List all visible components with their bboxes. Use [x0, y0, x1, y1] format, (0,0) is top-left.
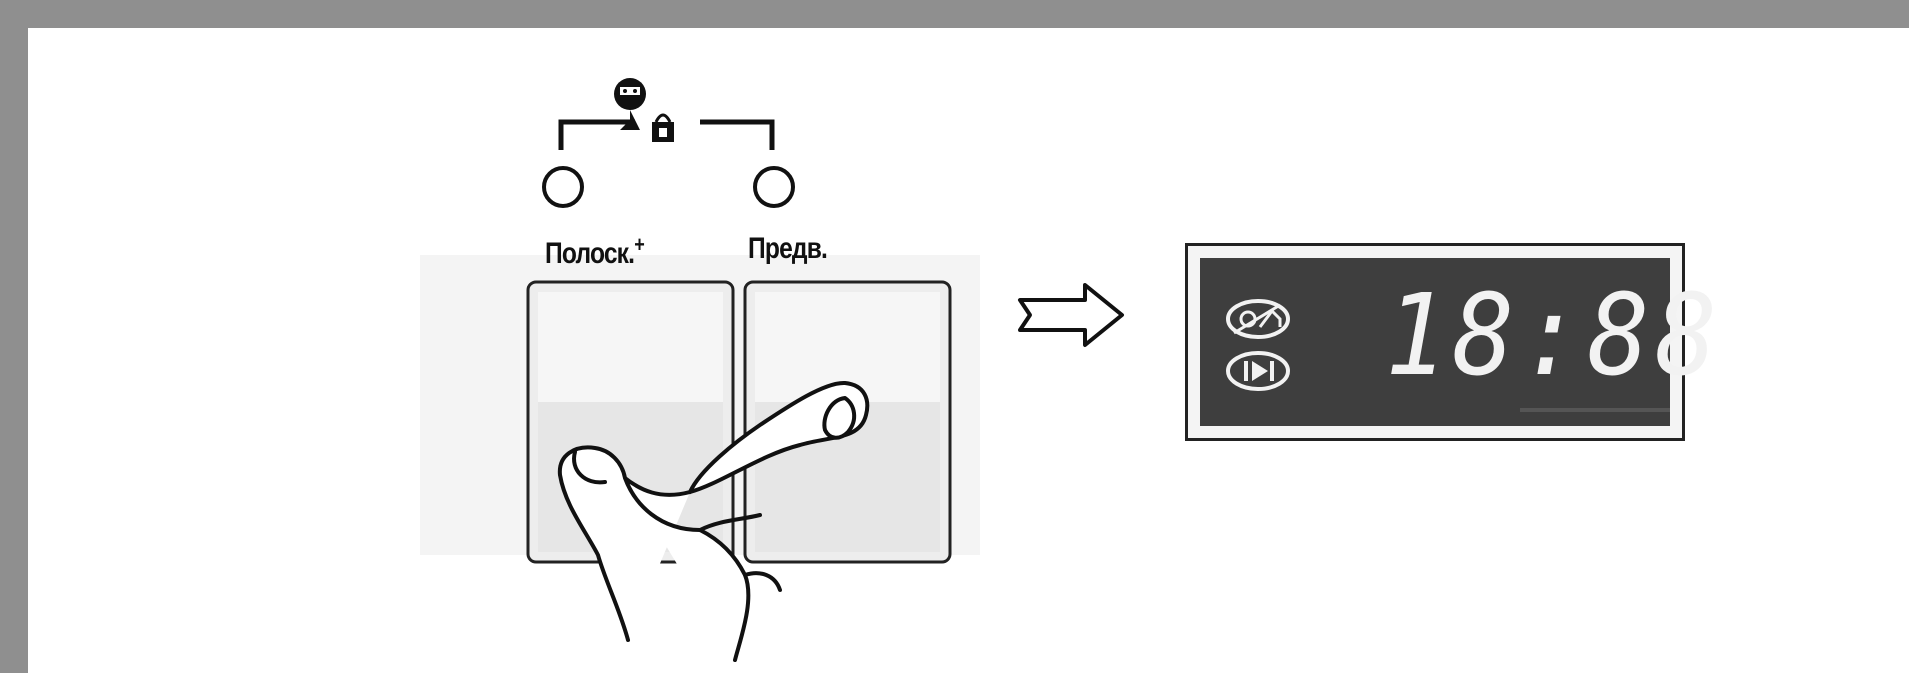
display-underline	[1520, 408, 1670, 412]
display-screen: 18:88	[1200, 258, 1717, 426]
rinse-plus-label-text: Полоск.	[545, 237, 635, 270]
display-icons	[1226, 299, 1290, 391]
child-lock-icon	[614, 78, 674, 142]
start-pause-icon	[1226, 351, 1290, 391]
rinse-plus-label-sup: +	[634, 232, 645, 257]
combo-bracket	[558, 119, 775, 150]
delay-label: Предв.	[748, 232, 828, 266]
remaining-time-icon	[1226, 299, 1290, 339]
delay-label-text: Предв.	[748, 232, 828, 265]
indicator-led-left	[542, 166, 584, 208]
rinse-plus-label: Полоск.+	[545, 232, 645, 271]
time-digits: 18:88	[1385, 271, 1723, 401]
right-arrow-icon	[1018, 283, 1124, 347]
indicator-led-right	[753, 166, 795, 208]
display-panel: 18:88	[1185, 243, 1717, 441]
hand-pressing-icon	[557, 380, 870, 662]
